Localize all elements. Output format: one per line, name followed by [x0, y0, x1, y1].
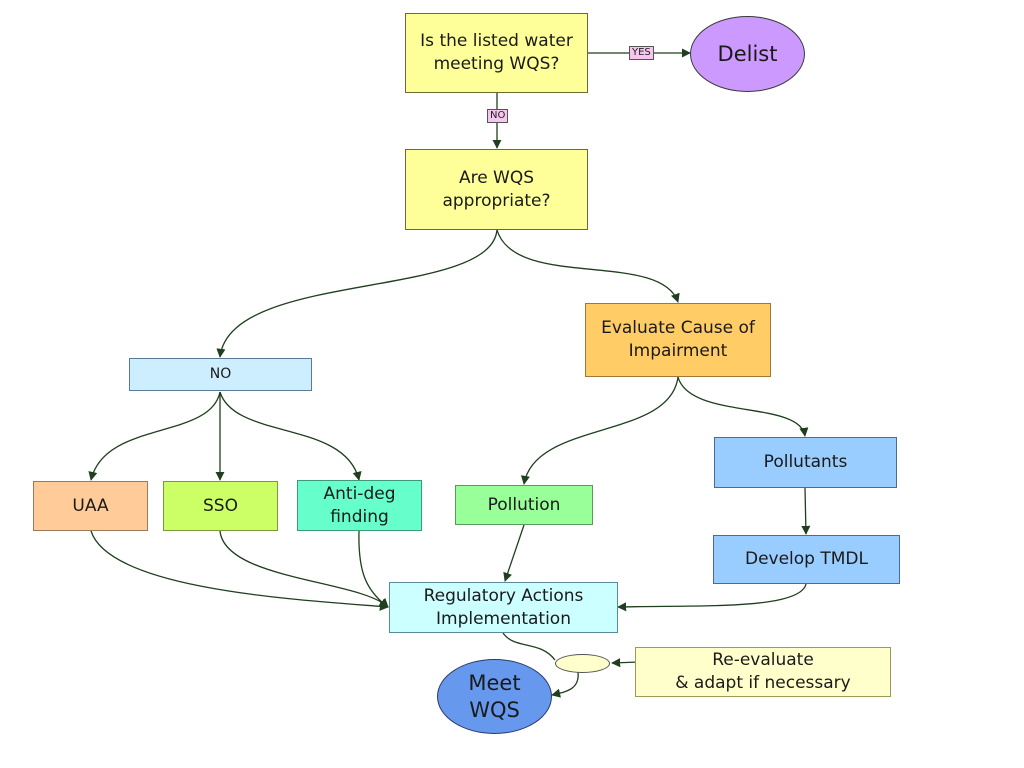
- edge-evaluate-to-pollution: [520, 376, 679, 485]
- node-junction: [555, 654, 610, 673]
- node-delist: Delist: [690, 16, 805, 92]
- label: Pollution: [487, 494, 561, 515]
- node-pollutants: Pollutants: [714, 437, 897, 488]
- label-line: WQS: [469, 697, 520, 722]
- node-meet-wqs: Meet WQS: [437, 659, 552, 734]
- node-uaa: UAA: [33, 481, 148, 531]
- label: NO: [209, 366, 232, 382]
- edge-regulatory-to-junction: [502, 632, 556, 661]
- node-evaluate-cause: Evaluate Cause of Impairment: [585, 303, 771, 377]
- label: Pollutants: [763, 452, 848, 472]
- label-line: appropriate?: [442, 190, 551, 211]
- edge-tmdl-to-regulatory: [617, 583, 807, 612]
- node-regulatory-actions: Regulatory Actions Implementation: [389, 582, 618, 633]
- label-line: Impairment: [628, 341, 728, 361]
- node-develop-tmdl: Develop TMDL: [713, 535, 900, 584]
- label-line: finding: [330, 506, 389, 527]
- label-line: Evaluate Cause of: [601, 318, 755, 338]
- label-line: & adapt if necessary: [675, 673, 851, 693]
- node-water-meeting-wqs: Is the listed water meeting WQS?: [405, 13, 588, 93]
- node-anti-deg: Anti-deg finding: [297, 480, 422, 531]
- node-sso: SSO: [163, 481, 278, 531]
- edge-pollution-to-regulatory: [503, 524, 525, 582]
- label: UAA: [72, 495, 109, 516]
- label-line: Are WQS: [458, 167, 535, 188]
- edge-label-no: NO: [487, 109, 509, 123]
- edge-antideg-to-regulatory: [358, 530, 389, 608]
- edge-no-to-antideg: [219, 391, 362, 481]
- label-line: Implementation: [436, 608, 571, 629]
- label: Develop TMDL: [744, 549, 868, 569]
- edge-appropriate-to-evaluate: [496, 229, 680, 303]
- label-line: meeting WQS?: [433, 54, 560, 74]
- edge-sso-to-regulatory: [219, 530, 389, 608]
- edge-label-yes: YES: [629, 46, 654, 60]
- label: SSO: [203, 495, 238, 516]
- edge-appropriate-to-no: [216, 229, 498, 358]
- node-no: NO: [129, 358, 312, 391]
- label-line: Anti-deg: [323, 483, 396, 504]
- node-pollution: Pollution: [455, 485, 593, 525]
- label-line: Meet: [468, 670, 521, 695]
- edge-uaa-to-regulatory: [90, 530, 389, 611]
- label-line: Regulatory Actions: [423, 585, 584, 606]
- node-reevaluate: Re-evaluate & adapt if necessary: [635, 647, 891, 697]
- edge-pollutants-to-tmdl: [801, 487, 811, 535]
- edge-junction-to-meet: [551, 671, 579, 698]
- edge-no-to-uaa: [88, 391, 221, 481]
- edge-evaluate-to-pollutants: [677, 376, 809, 437]
- label-line: Re-evaluate: [712, 650, 814, 670]
- label-line: Is the listed water: [420, 31, 573, 51]
- label: Delist: [717, 41, 778, 66]
- node-wqs-appropriate: Are WQS appropriate?: [405, 149, 588, 230]
